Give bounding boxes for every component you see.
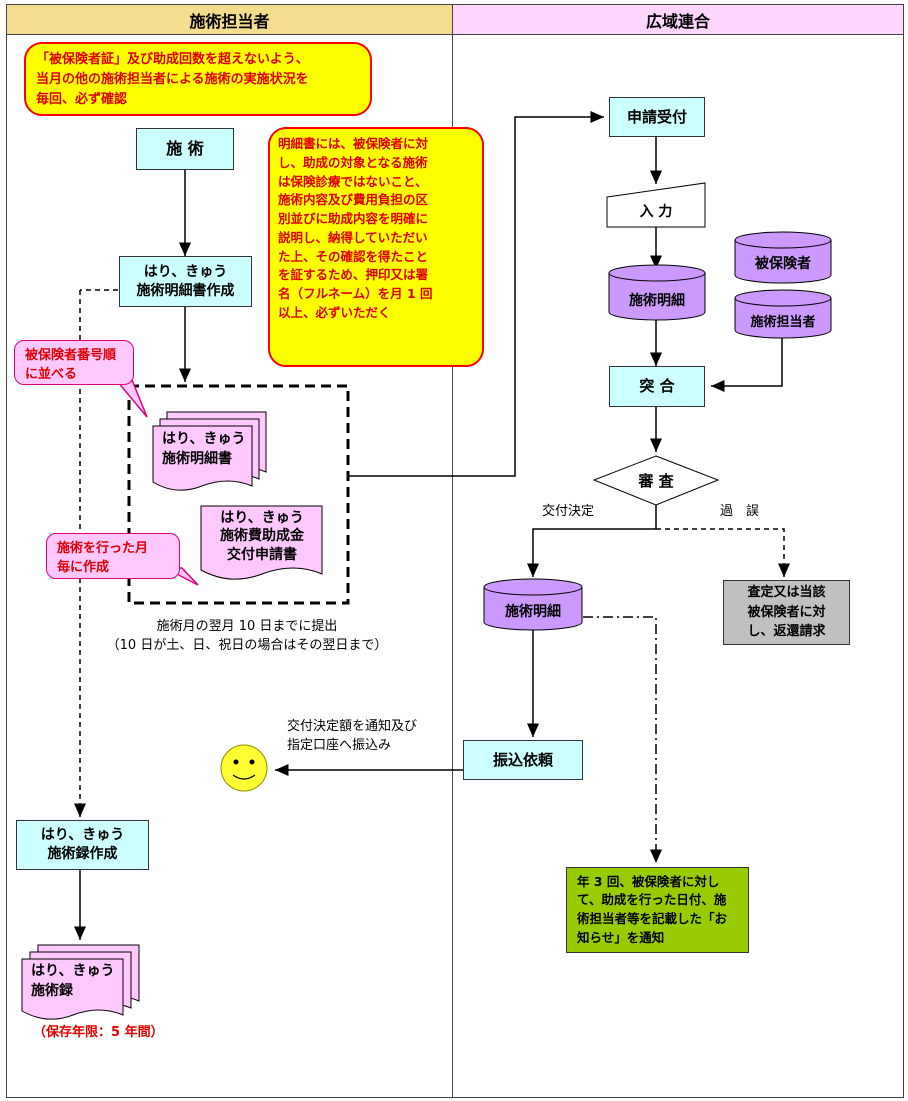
error-action-box: 査定又は当該 被保険者に対 し、返還請求: [723, 580, 850, 645]
insured-db-label: 被保険者: [755, 256, 811, 272]
smiley-face-icon: [220, 744, 268, 792]
application-doc-label: はり、きゅう 施術費助成金 交付申請書: [220, 510, 304, 563]
lane-divider: [452, 4, 453, 1098]
statement-db-label: 施術明細: [629, 293, 685, 309]
error-label: 過 誤: [720, 504, 760, 519]
match-box: 突 合: [609, 366, 705, 407]
statement-create-box: はり、きゅう 施術明細書作成: [119, 256, 252, 307]
deadline-text: 施術月の翌月 10 日までに提出 （10 日が土、日、祝日の場合はその翌日まで）: [106, 619, 388, 653]
record-doc-label: はり、きゅう 施術録: [31, 963, 115, 999]
confirm-note: 「被保険者証」及び助成回数を超えないよう、 当月の他の施術担当者による施術の実施…: [24, 42, 372, 116]
practitioner-db-label: 施術担当者: [750, 314, 816, 330]
treatment-box: 施 術: [136, 128, 234, 170]
statement-doc-label: はり、きゅう 施術明細書: [162, 431, 246, 467]
input-label: 入 力: [639, 203, 673, 220]
transfer-notice-text: 交付決定額を通知及び 指定口座へ振込み: [287, 719, 418, 753]
sort-order-callout: 被保険者番号順 に並べる: [14, 340, 134, 385]
annual-notice-box: 年 3 回、被保険者に対して、助成を行った日付、施術担当者等を記載した「お知らせ…: [566, 867, 749, 953]
approve-label: 交付決定: [542, 504, 595, 519]
monthly-callout: 施術を行った月 毎に作成: [46, 533, 180, 579]
statement-db2-label: 施術明細: [505, 604, 561, 620]
retention-text: （保存年限：5 年間）: [33, 1025, 164, 1040]
record-create-box: はり、きゅう 施術録作成: [16, 820, 149, 870]
lane-header-union: 広域連合: [452, 4, 904, 35]
review-diamond-label: 審 査: [638, 471, 674, 490]
transfer-request-box: 振込依頼: [463, 740, 583, 780]
submission-bundle-frame: [127, 384, 350, 605]
receive-box: 申請受付: [609, 97, 705, 137]
explanation-note: 明細書には、被保険者に対 し、助成の対象となる施術 は保険診療ではないこと、 施…: [268, 127, 484, 367]
